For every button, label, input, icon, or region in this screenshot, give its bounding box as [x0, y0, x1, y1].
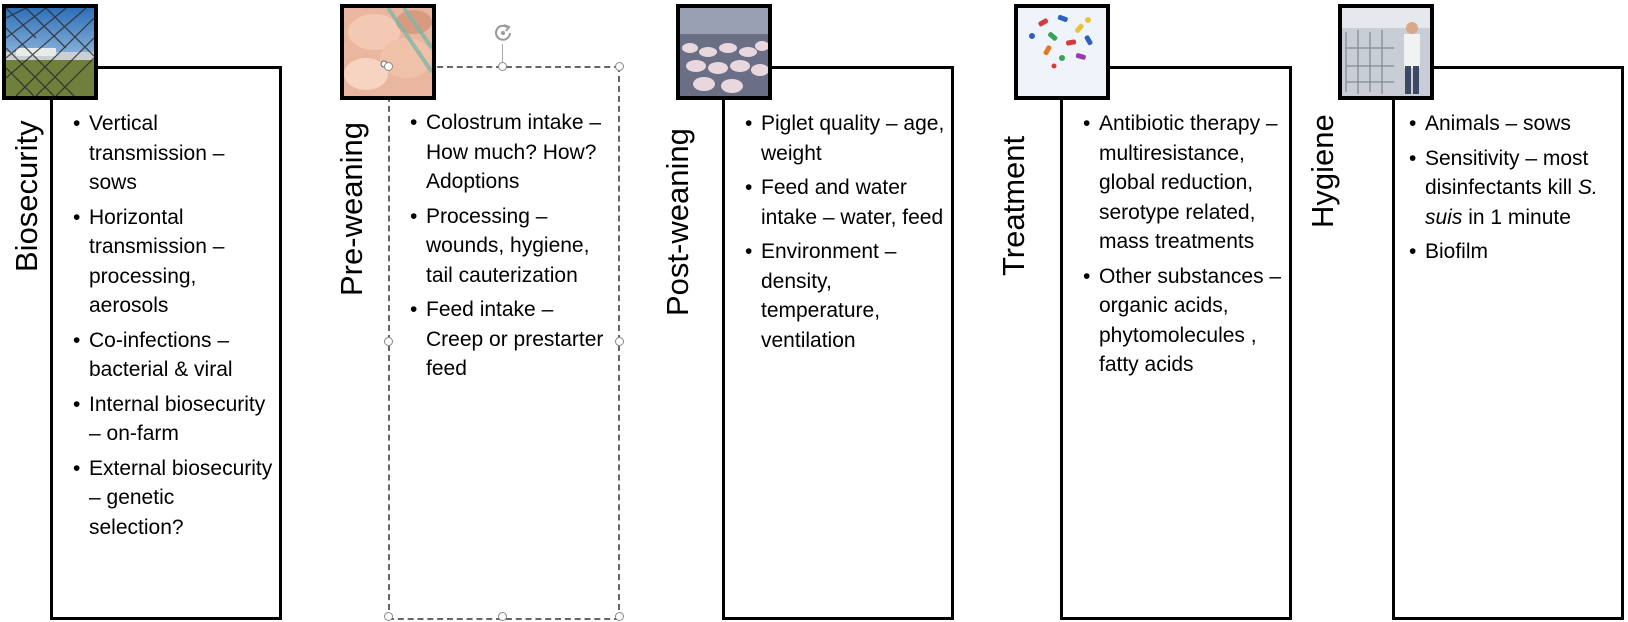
post-weaning-heading: Post-weaning	[660, 128, 695, 316]
post-weaning-text-box[interactable]: Piglet quality – age, weight Feed and wa…	[722, 66, 954, 620]
panel-biosecurity: Vertical transmission – sows Horizontal …	[0, 0, 300, 622]
treatment-list: Antibiotic therapy – multiresistance, gl…	[1083, 109, 1283, 385]
post-weaning-list: Piglet quality – age, weight Feed and wa…	[745, 109, 945, 360]
list-item-text-start: Sensitivity – most disinfectants kill	[1425, 146, 1589, 200]
weaned-pigs-in-pen-image[interactable]	[676, 4, 772, 100]
panel-pre-weaning: Colostrum intake – How much? How? Adopti…	[334, 0, 636, 622]
biosecurity-list: Vertical transmission – sows Horizontal …	[73, 109, 273, 547]
resize-handle-bottom-center[interactable]	[498, 612, 507, 621]
list-item: Processing – wounds, hygiene, tail caute…	[410, 202, 612, 291]
list-item: Antibiotic therapy – multiresistance, gl…	[1083, 109, 1283, 257]
hygiene-list: Animals – sows Sensitivity – most disinf…	[1409, 109, 1615, 272]
panel-treatment: Antibiotic therapy – multiresistance, gl…	[996, 0, 1314, 622]
worker-cleaning-barn-image[interactable]	[1338, 4, 1434, 100]
pre-weaning-text-box[interactable]: Colostrum intake – How much? How? Adopti…	[388, 66, 620, 620]
list-item: Biofilm	[1409, 237, 1615, 267]
resize-handle-top-center[interactable]	[498, 62, 507, 71]
treatment-text-box[interactable]: Antibiotic therapy – multiresistance, gl…	[1060, 66, 1292, 620]
species-name: S. suis	[1425, 176, 1598, 229]
resize-handle-bottom-right[interactable]	[615, 612, 624, 621]
list-item: Internal biosecurity – on-farm	[73, 390, 273, 449]
list-item: Other substances – organic acids, phytom…	[1083, 262, 1283, 380]
rotate-handle-stem	[502, 44, 503, 66]
list-item: Sensitivity – most disinfectants kill S.…	[1409, 144, 1615, 233]
pre-weaning-list: Colostrum intake – How much? How? Adopti…	[410, 108, 612, 389]
resize-handle-top-left[interactable]	[384, 62, 393, 71]
list-item: External biosecurity – genetic selection…	[73, 454, 273, 543]
resize-handle-top-right[interactable]	[615, 62, 624, 71]
panel-hygiene: Animals – sows Sensitivity – most disinf…	[1305, 0, 1628, 622]
barn-behind-fence-image[interactable]	[2, 4, 98, 100]
list-item: Vertical transmission – sows	[73, 109, 273, 198]
list-item: Feed and water intake – water, feed	[745, 173, 945, 232]
list-item: Animals – sows	[1409, 109, 1615, 139]
pre-weaning-heading: Pre-weaning	[334, 121, 369, 296]
hygiene-heading: Hygiene	[1305, 114, 1340, 228]
colorful-pills-image[interactable]	[1014, 4, 1110, 100]
list-item: Environment – density, temperature, vent…	[745, 237, 945, 355]
list-item: Co-infections – bacterial & viral	[73, 326, 273, 385]
resize-handle-middle-left[interactable]	[384, 337, 393, 346]
list-item-text-end: in 1 minute	[1462, 205, 1571, 229]
resize-handle-middle-right[interactable]	[615, 337, 624, 346]
hygiene-text-box[interactable]: Animals – sows Sensitivity – most disinf…	[1392, 66, 1624, 620]
list-item: Feed intake – Creep or prestarter feed	[410, 295, 612, 384]
list-item: Piglet quality – age, weight	[745, 109, 945, 168]
list-item: Colostrum intake – How much? How? Adopti…	[410, 108, 612, 197]
panel-post-weaning: Piglet quality – age, weight Feed and wa…	[660, 0, 976, 622]
treatment-heading: Treatment	[996, 135, 1031, 276]
list-item: Horizontal transmission – processing, ae…	[73, 203, 273, 321]
piglets-nursing-image[interactable]	[340, 4, 436, 100]
resize-handle-bottom-left[interactable]	[384, 612, 393, 621]
biosecurity-heading: Biosecurity	[9, 120, 44, 272]
rotate-handle-icon[interactable]	[492, 22, 514, 44]
biosecurity-text-box[interactable]: Vertical transmission – sows Horizontal …	[50, 66, 282, 620]
